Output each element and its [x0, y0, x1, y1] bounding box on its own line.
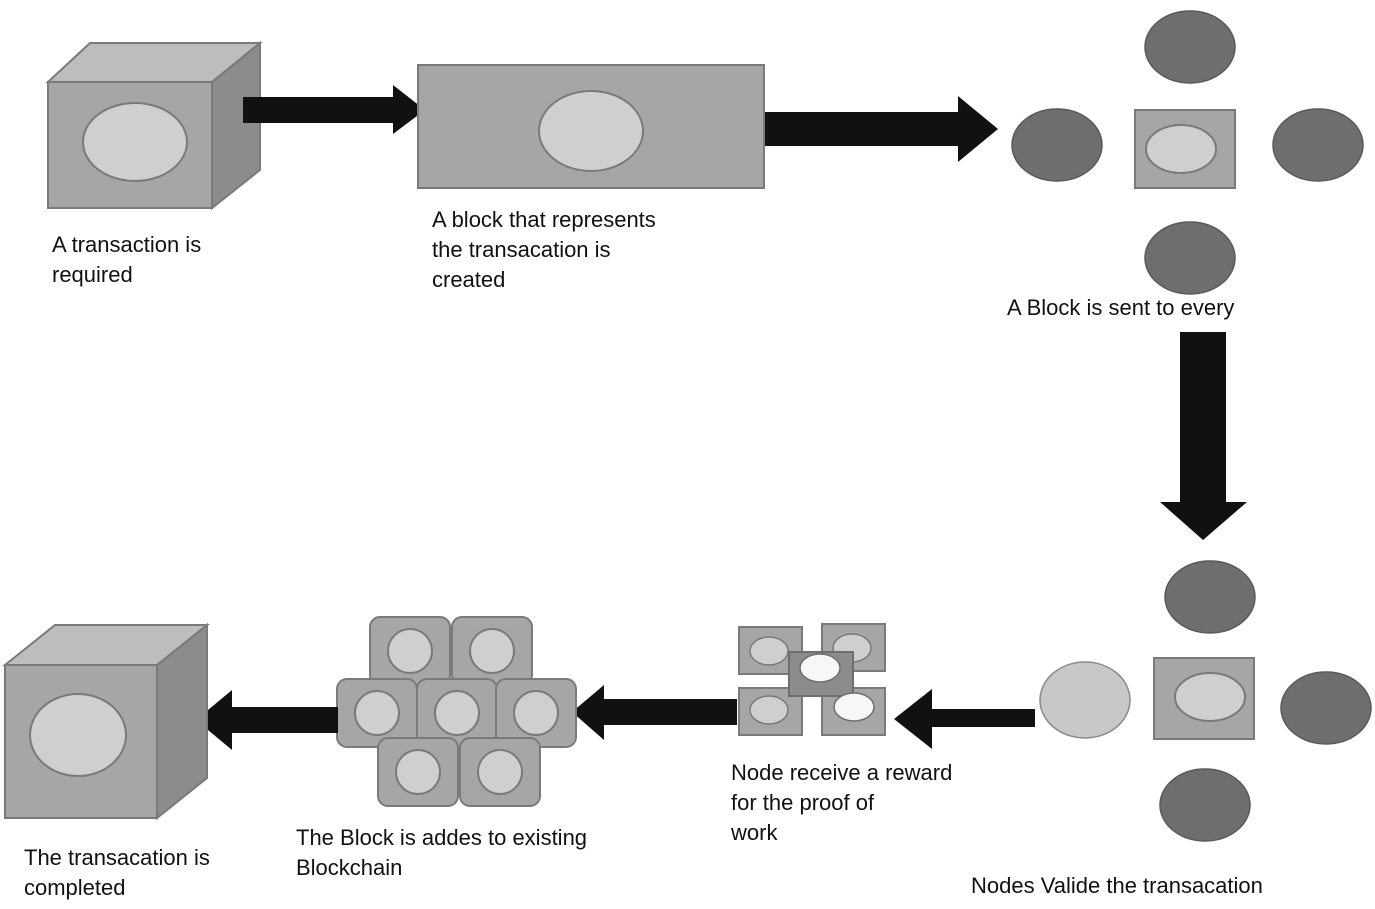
reward-cluster-icon — [738, 623, 886, 736]
transaction-cube-icon — [45, 40, 263, 211]
completed-cube-icon — [2, 622, 210, 821]
step-label-block-added: The Block is addes to existing Blockchai… — [296, 825, 588, 880]
step-label-transaction-required: A transaction is required — [52, 232, 202, 287]
arrow-icon — [894, 689, 1035, 749]
arrow-icon — [1160, 332, 1247, 540]
arrow-icon — [765, 96, 998, 162]
arrow-icon — [196, 690, 338, 750]
step-label-transaction-completed: The transacation is completed — [24, 845, 210, 900]
arrow-icon — [243, 85, 425, 134]
blockchain-cluster-icon — [336, 616, 577, 807]
node-network-icon — [1011, 10, 1364, 295]
node-network-icon — [1039, 560, 1372, 842]
step-label-nodes-validate: Nodes Valide the transacation — [971, 873, 1263, 898]
block-icon — [417, 64, 765, 189]
step-label-node-reward: Node receive a reward for the proof of w… — [731, 760, 953, 845]
step-label-block-sent: A Block is sent to every — [1007, 295, 1235, 320]
arrow-icon — [572, 685, 737, 740]
step-label-block-created: A block that represents the transacation… — [432, 207, 656, 292]
